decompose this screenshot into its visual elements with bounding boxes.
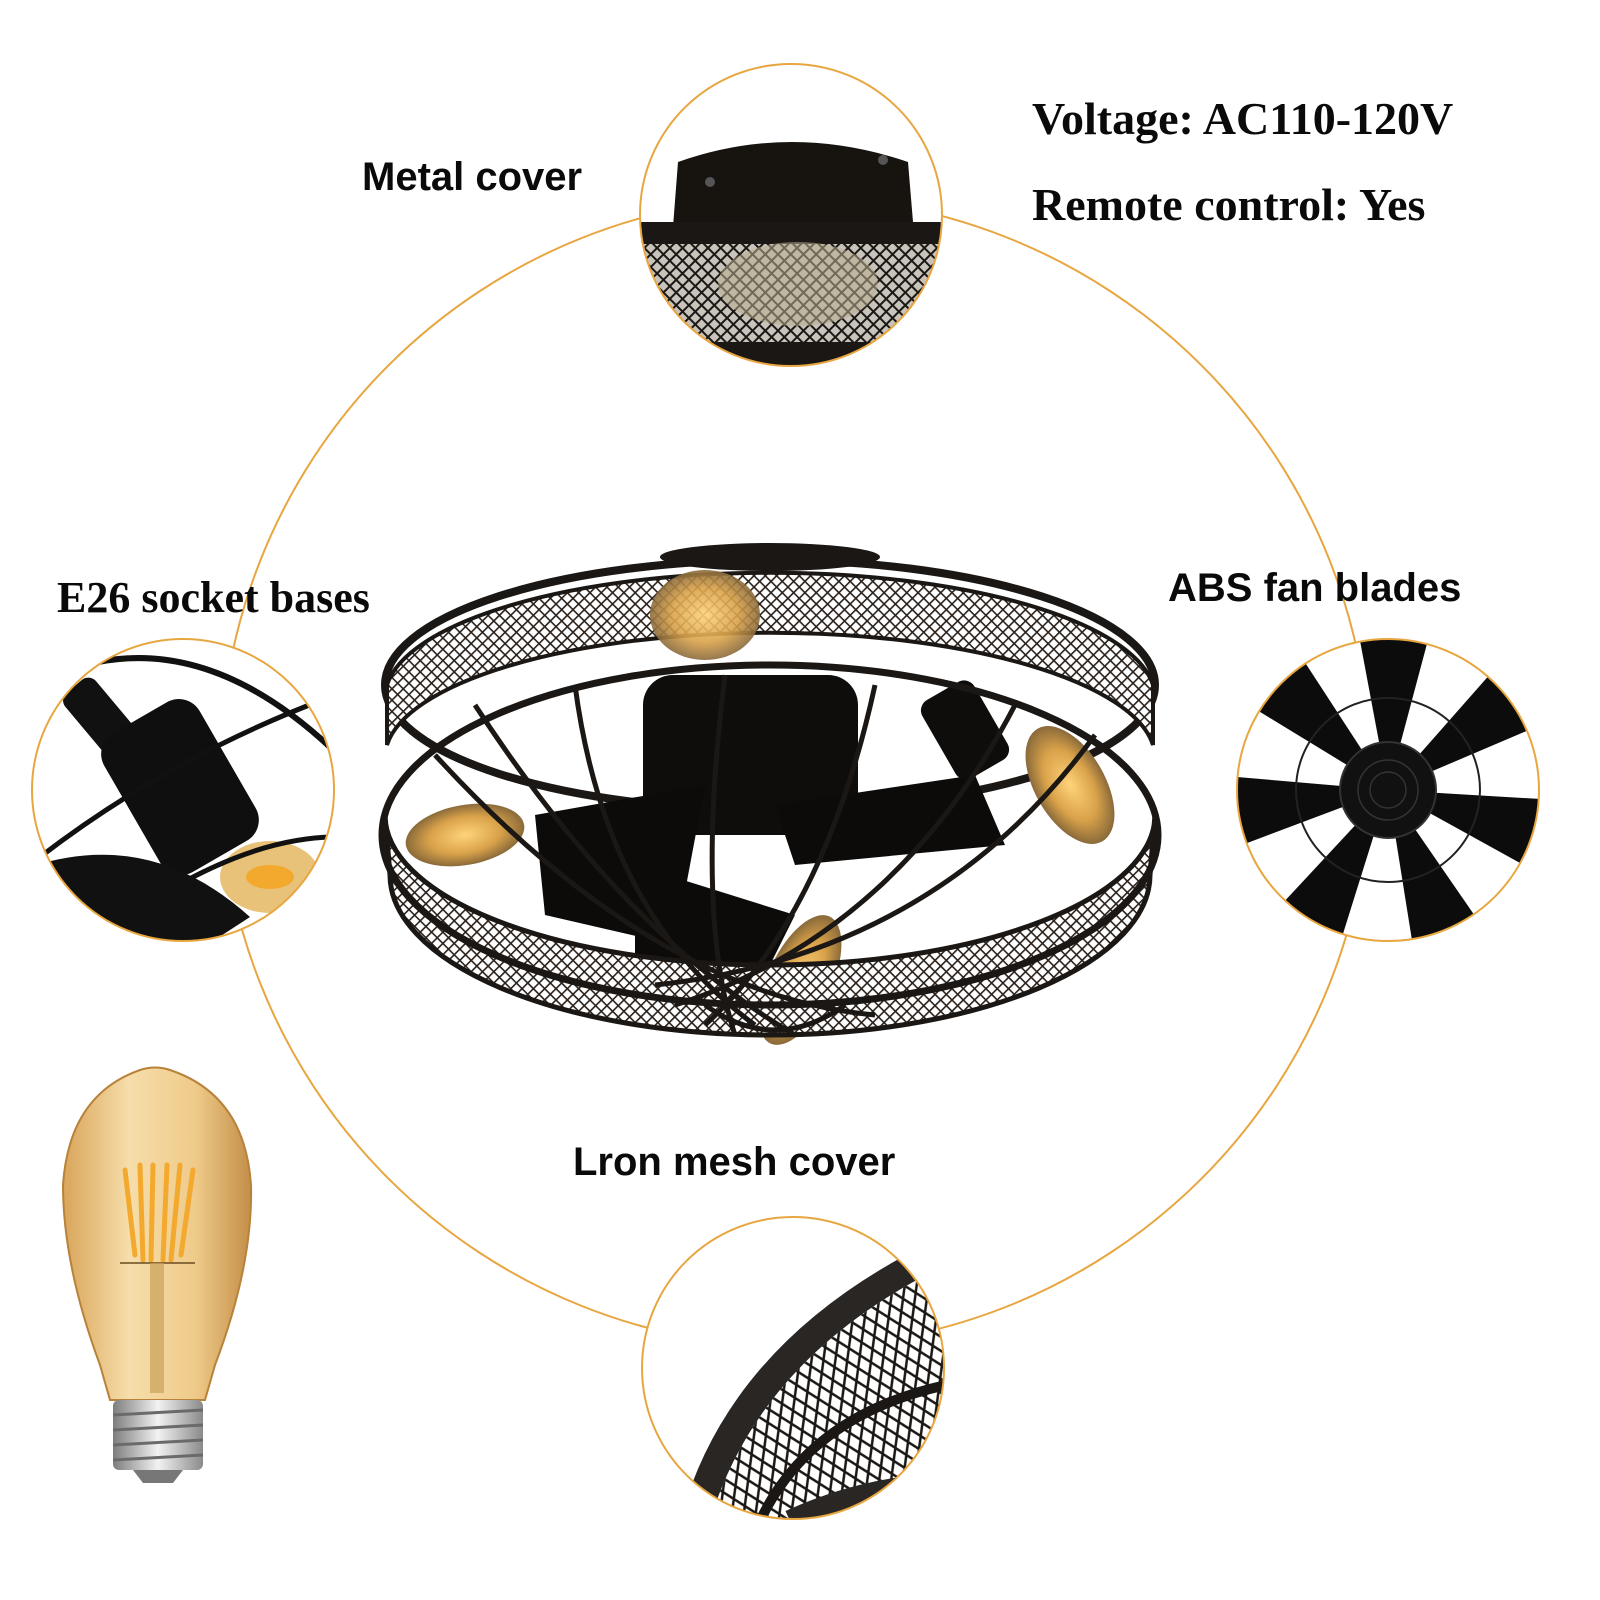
mesh-cover-closeup-icon bbox=[641, 1216, 945, 1520]
metal-cover-closeup-icon bbox=[639, 63, 943, 367]
caged-ceiling-fan-icon bbox=[378, 543, 1162, 1045]
fan-blades-closeup-icon bbox=[1236, 638, 1540, 942]
mesh-cover-label: Lron mesh cover bbox=[573, 1140, 896, 1184]
edison-bulb-icon bbox=[61, 1066, 253, 1483]
socket-base-closeup-icon bbox=[31, 638, 335, 942]
voltage-spec: Voltage: AC110-120V bbox=[1032, 93, 1454, 144]
metal-cover-label: Metal cover bbox=[362, 155, 583, 199]
fan-blades-label: ABS fan blades bbox=[1168, 566, 1462, 610]
socket-bases-label: E26 socket bases bbox=[57, 573, 370, 622]
remote-control-spec: Remote control: Yes bbox=[1032, 179, 1426, 230]
